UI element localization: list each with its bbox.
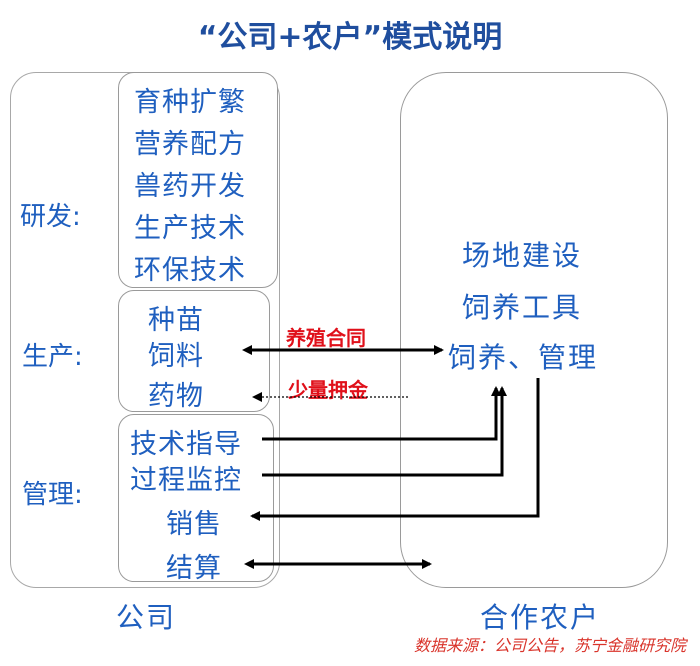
rd-item-production-tech: 生产技术 bbox=[134, 213, 246, 244]
tech-guidance-arrow bbox=[262, 386, 501, 441]
farmer-item-tools: 饲养工具 bbox=[462, 291, 583, 324]
rd-item-nutrition: 营养配方 bbox=[134, 129, 246, 160]
mgmt-item-sales: 销售 bbox=[166, 509, 222, 540]
diagram-title: “公司+农户”模式说明 bbox=[197, 20, 503, 55]
rd-item-breeding: 育种扩繁 bbox=[134, 87, 246, 118]
rd-label: 研发: bbox=[20, 202, 81, 232]
management-label: 管理: bbox=[22, 480, 83, 510]
farmer-item-raising: 饲养、管理 bbox=[448, 341, 599, 374]
mgmt-item-settlement: 结算 bbox=[166, 553, 222, 584]
rd-item-env-tech: 环保技术 bbox=[134, 255, 246, 286]
production-label: 生产: bbox=[22, 342, 83, 372]
rd-item-vet-drug: 兽药开发 bbox=[134, 171, 246, 202]
mgmt-item-tech-guidance: 技术指导 bbox=[130, 429, 242, 460]
farmer-item-site: 场地建设 bbox=[462, 239, 583, 272]
farmer-footer-label: 合作农户 bbox=[480, 601, 601, 634]
data-source-note: 数据来源：公司公告，苏宁金融研究院 bbox=[413, 636, 686, 655]
production-item-seedling: 种苗 bbox=[148, 305, 204, 336]
process-monitor-arrow bbox=[262, 386, 507, 477]
production-item-feed: 饲料 bbox=[148, 341, 204, 372]
farmer-container bbox=[400, 72, 668, 588]
deposit-label: 少量押金 bbox=[288, 378, 368, 402]
mgmt-item-process-monitor: 过程监控 bbox=[130, 465, 242, 496]
company-footer-label: 公司 bbox=[116, 601, 177, 634]
production-item-medicine: 药物 bbox=[148, 381, 204, 412]
rd-group-box bbox=[118, 72, 278, 288]
sales-arrow bbox=[250, 378, 540, 521]
management-group-box bbox=[118, 414, 274, 582]
